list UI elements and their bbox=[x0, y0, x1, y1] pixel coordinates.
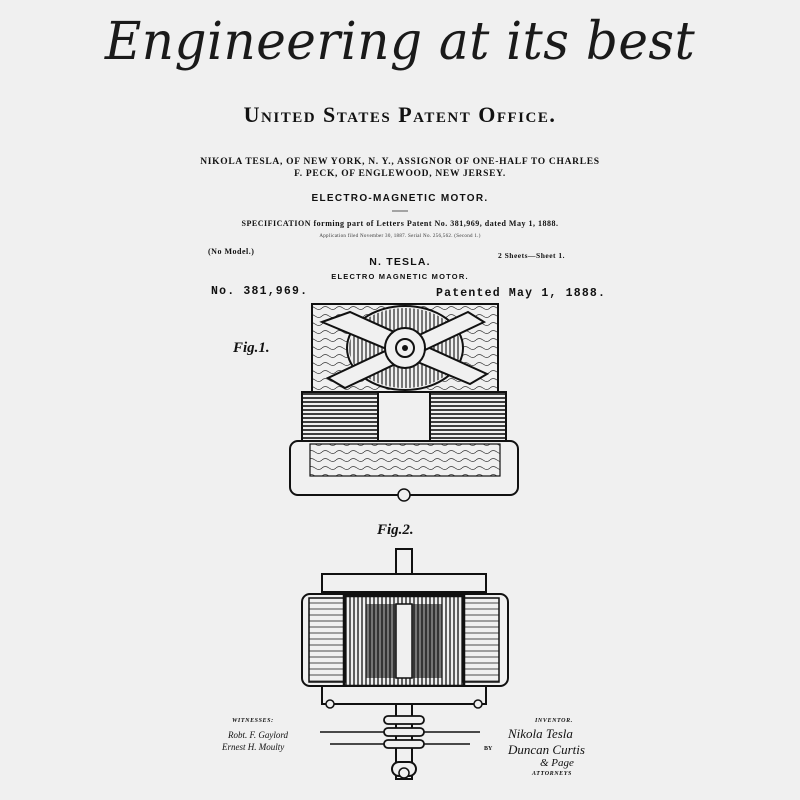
witness-signature-1: Robt. F. Gaylord bbox=[228, 730, 288, 740]
witnesses-label: WITNESSES: bbox=[232, 718, 274, 724]
patent-date: Patented May 1, 1888. bbox=[436, 287, 607, 300]
office-title: United States Patent Office. bbox=[243, 102, 557, 127]
inventor-signature: Nikola Tesla bbox=[508, 726, 573, 741]
figure-1-label: Fig.1. bbox=[233, 340, 270, 356]
motor-subtitle: ELECTRO MAGNETIC MOTOR. bbox=[331, 272, 469, 281]
attorney-signature-2: & Page bbox=[540, 757, 574, 769]
sheets-label: 2 Sheets—Sheet 1. bbox=[498, 251, 566, 260]
attorneys-label: ATTORNEYS bbox=[532, 771, 572, 777]
figure-1 bbox=[289, 303, 519, 502]
figure-2-label: Fig.2. bbox=[377, 522, 414, 538]
witness-signature-2: Ernest H. Moulty bbox=[222, 742, 285, 752]
by-label: BY bbox=[484, 746, 493, 752]
motor-title: ELECTRO-MAGNETIC MOTOR. bbox=[311, 193, 489, 204]
specification-line: SPECIFICATION forming part of Letters Pa… bbox=[241, 219, 559, 228]
no-model-label: (No Model.) bbox=[208, 247, 255, 256]
figure-2 bbox=[301, 548, 509, 780]
application-line: Application filed November 30, 1887. Ser… bbox=[319, 234, 481, 239]
inventor-label: INVENTOR. bbox=[535, 718, 573, 724]
headline: Engineering at its best bbox=[104, 10, 696, 72]
inventor-name: N. TESLA. bbox=[369, 256, 431, 268]
attorney-signature-1: Duncan Curtis bbox=[508, 742, 585, 757]
assignor-line-2: F. PECK, OF ENGLEWOOD, NEW JERSEY. bbox=[294, 169, 506, 179]
assignor-line-1: NIKOLA TESLA, OF NEW YORK, N. Y., ASSIGN… bbox=[200, 157, 600, 167]
patent-number: No. 381,969. bbox=[211, 285, 309, 298]
